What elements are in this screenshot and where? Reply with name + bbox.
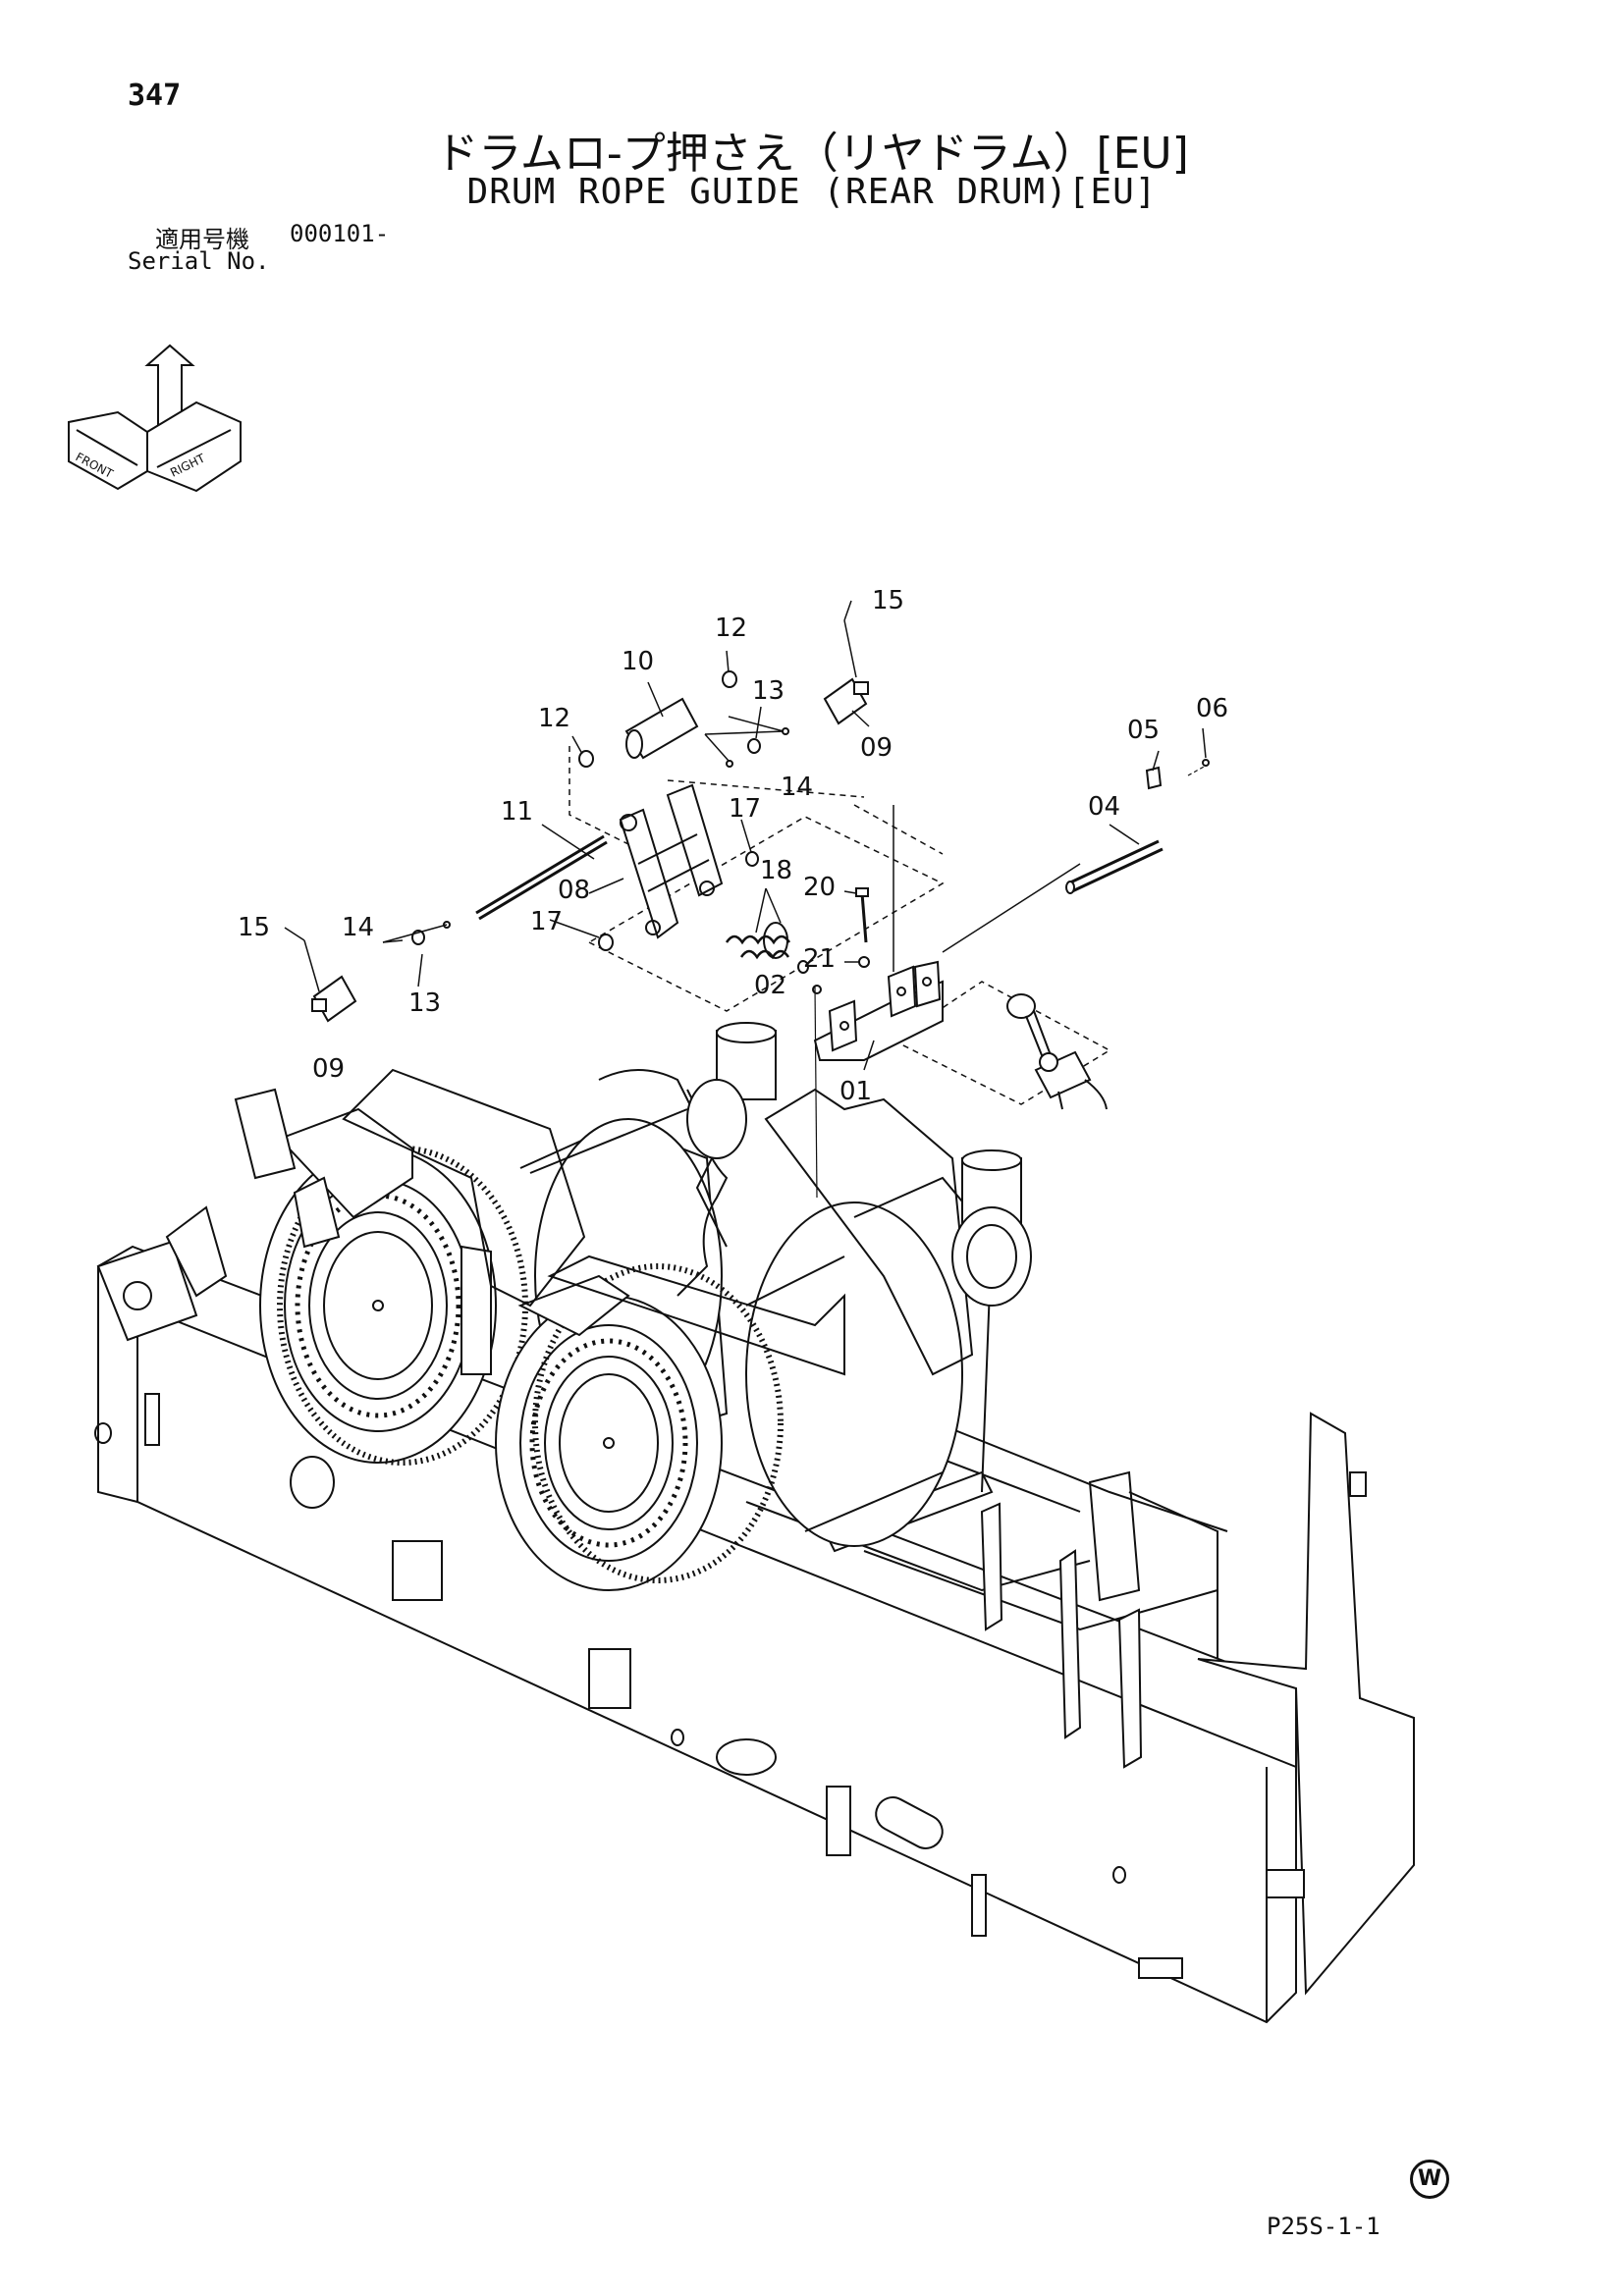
callout-18: 18 — [760, 856, 792, 885]
callout-06: 06 — [1196, 694, 1228, 723]
serial-label-japanese: 適用号機 — [155, 226, 249, 253]
callout-17-right: 17 — [729, 794, 761, 824]
title-english: DRUM ROPE GUIDE (REAR DRUM)[EU] — [466, 172, 1158, 212]
callout-14-left: 14 — [342, 913, 374, 942]
callout-02: 02 — [754, 971, 786, 1000]
part-01-bracket — [812, 960, 944, 1061]
callout-01: 01 — [839, 1077, 872, 1106]
callout-05: 05 — [1127, 716, 1160, 745]
callout-10: 10 — [622, 647, 654, 676]
part-11-rod — [475, 834, 608, 921]
callout-numbers: 01 02 04 05 06 08 09 09 10 11 12 12 13 1… — [238, 586, 1228, 1106]
callout-14-right: 14 — [781, 773, 813, 802]
hydraulic-motors — [686, 1022, 1032, 1307]
callout-leaders — [284, 600, 1207, 1199]
serial-label-english: Serial No. — [128, 247, 270, 275]
serial-number-value: 000101- — [290, 220, 390, 247]
part-09-cap — [311, 677, 869, 1023]
winch-frame-drawing — [94, 1022, 1415, 2024]
callout-12-left: 12 — [538, 704, 570, 733]
rope-guide-assembly — [311, 670, 1210, 1110]
orientation-compass-icon: FRONT RIGHT — [68, 344, 242, 493]
part-10-sleeve — [624, 697, 699, 760]
page-code: P25S-1-1 — [1267, 2213, 1380, 2240]
callout-21: 21 — [803, 944, 836, 974]
page-number: 347 — [128, 79, 182, 113]
callout-15-left: 15 — [238, 913, 270, 942]
w-mark-icon: W — [1410, 2160, 1449, 2199]
callout-11: 11 — [501, 797, 533, 827]
callout-08: 08 — [558, 876, 590, 905]
callout-09-left: 09 — [312, 1054, 345, 1084]
callout-04: 04 — [1088, 792, 1120, 822]
limit-switch-assembly — [1006, 993, 1108, 1110]
part-05-clip — [1145, 759, 1210, 790]
callout-13-left: 13 — [408, 988, 441, 1018]
callout-20: 20 — [803, 873, 836, 902]
part-04-pin — [1065, 839, 1164, 894]
title-japanese: ドラムロ-プ押さえ（リヤドラム）[EU] — [435, 129, 1189, 179]
callout-15-right: 15 — [872, 586, 904, 615]
part-08-lever — [619, 783, 724, 939]
callout-09-right: 09 — [860, 733, 893, 763]
callout-13-right: 13 — [752, 676, 785, 706]
part-18-springs — [725, 922, 791, 960]
callout-17-left: 17 — [530, 907, 563, 936]
callout-12-right: 12 — [715, 614, 747, 643]
